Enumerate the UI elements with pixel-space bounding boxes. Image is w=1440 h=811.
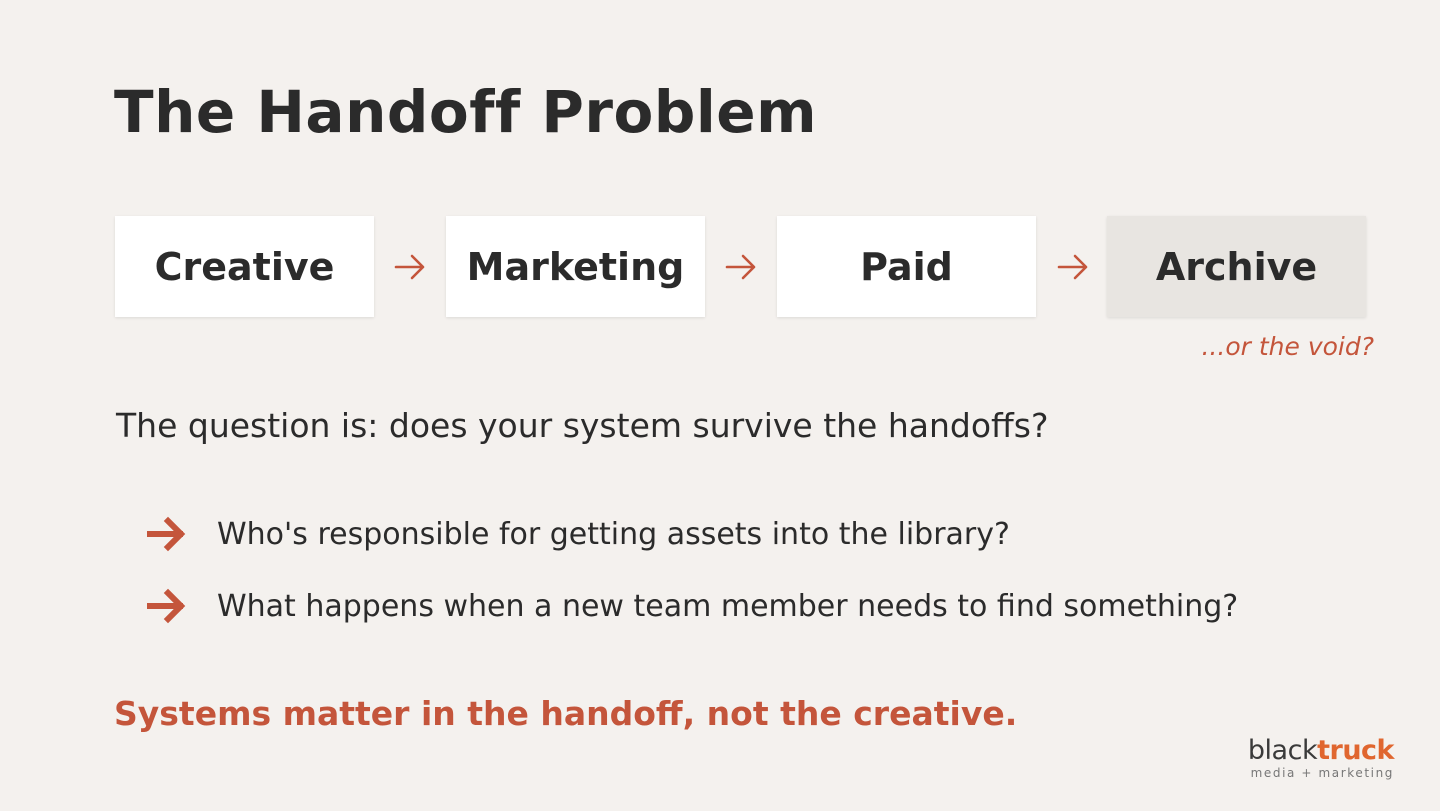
arrow-right-icon xyxy=(725,254,756,280)
flow-step-creative: Creative xyxy=(115,216,374,317)
arrow-right-icon xyxy=(394,254,425,280)
logo-wordmark: blacktruck xyxy=(1247,735,1395,766)
arrow-right-icon xyxy=(147,516,186,552)
bullet-item: What happens when a new team member need… xyxy=(146,584,1238,628)
arrow-right-icon xyxy=(1057,254,1088,280)
bullet-text: Who's responsible for getting assets int… xyxy=(217,516,1010,552)
bullet-text: What happens when a new team member need… xyxy=(217,588,1239,624)
flow-step-paid: Paid xyxy=(777,216,1036,317)
flow-step-archive: Archive xyxy=(1107,216,1366,317)
flow-step-marketing: Marketing xyxy=(446,216,705,317)
slide-title: The Handoff Problem xyxy=(114,78,818,146)
takeaway-text: Systems matter in the handoff, not the c… xyxy=(114,694,1018,733)
blacktruck-logo: blacktruck media + marketing xyxy=(1247,735,1395,781)
logo-word-accent: truck xyxy=(1317,735,1394,766)
bullet-item: Who's responsible for getting assets int… xyxy=(146,512,1010,556)
question-text: The question is: does your system surviv… xyxy=(116,406,1049,445)
void-note: ...or the void? xyxy=(1201,332,1374,361)
arrow-right-icon xyxy=(147,588,186,624)
logo-word-black: black xyxy=(1247,735,1318,766)
logo-tagline: media + marketing xyxy=(1250,766,1394,780)
